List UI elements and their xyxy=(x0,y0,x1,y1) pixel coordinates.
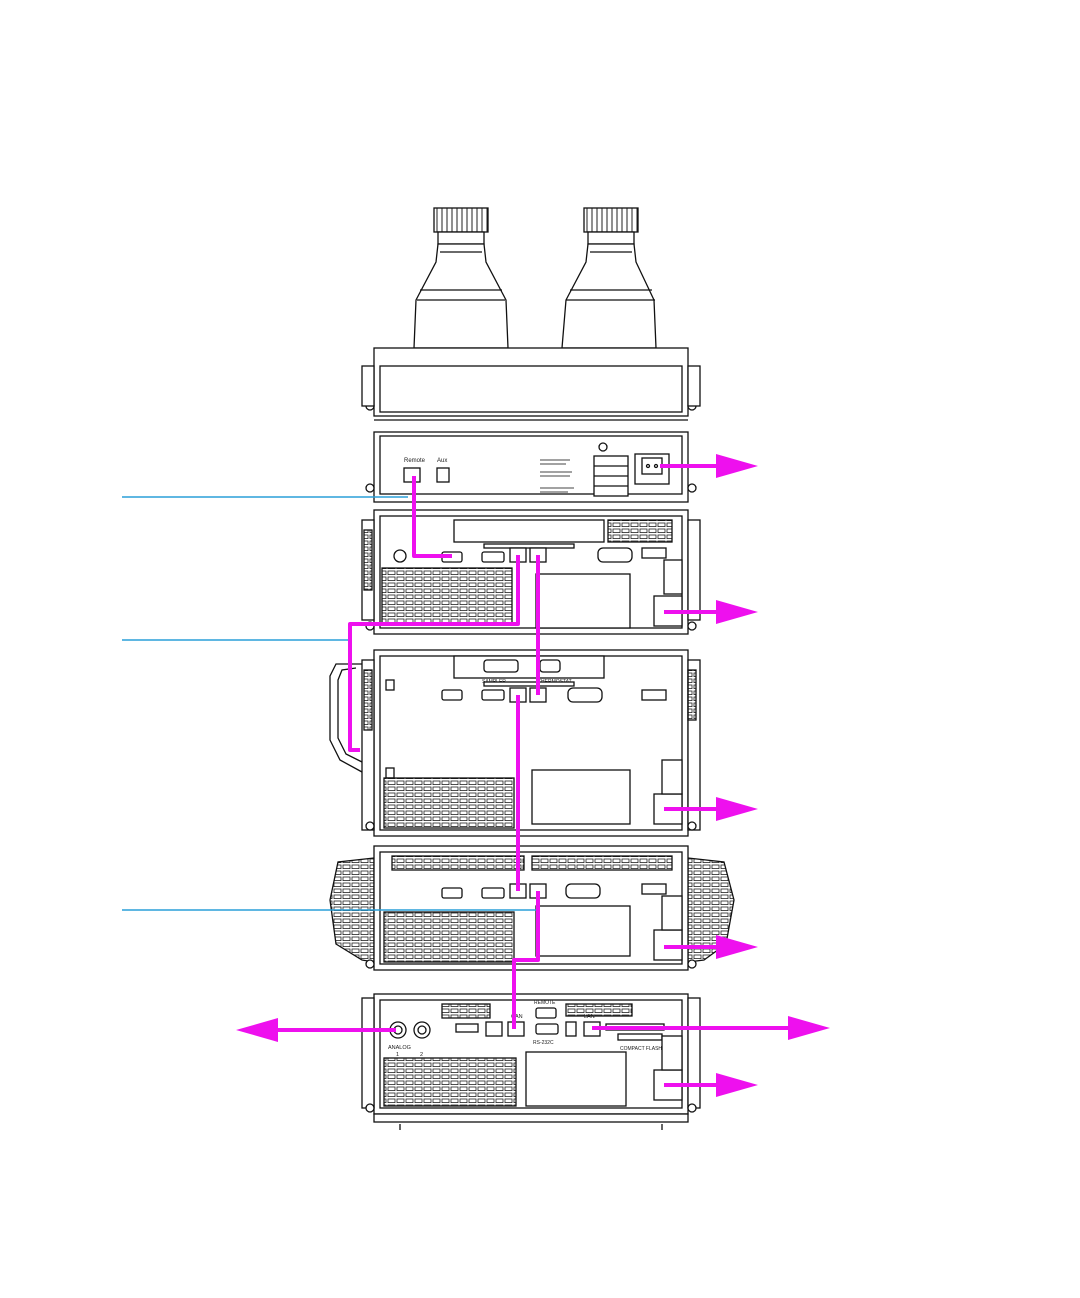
bottle-icon xyxy=(562,208,656,348)
remote-port-label: Remote xyxy=(404,458,426,464)
solvent-cabinet xyxy=(362,348,700,420)
bottle-icon xyxy=(414,208,508,348)
compact-flash-label: COMPACT FLASH xyxy=(620,1046,662,1052)
lan-port-icon xyxy=(486,1022,502,1036)
power-socket-icon xyxy=(635,454,669,484)
remote-label: REMOTE xyxy=(534,1000,556,1006)
rs232c-label: RS-232C xyxy=(533,1040,554,1046)
detector-module: ANALOG 1 2 CAN REMOTE RS-232C LAN COMPAC… xyxy=(362,994,700,1130)
lan-port-label: LAN xyxy=(584,1014,595,1020)
second-module: SAMPLER THERMOSTAT xyxy=(330,650,700,836)
analog-1-label: 1 xyxy=(396,1052,399,1058)
column-compartment xyxy=(330,846,734,970)
aux-port-label: Aux xyxy=(437,458,447,464)
analog-out-label: ANALOG xyxy=(388,1045,411,1051)
solvent-bottles xyxy=(414,208,656,348)
analog-2-label: 2 xyxy=(420,1052,423,1058)
